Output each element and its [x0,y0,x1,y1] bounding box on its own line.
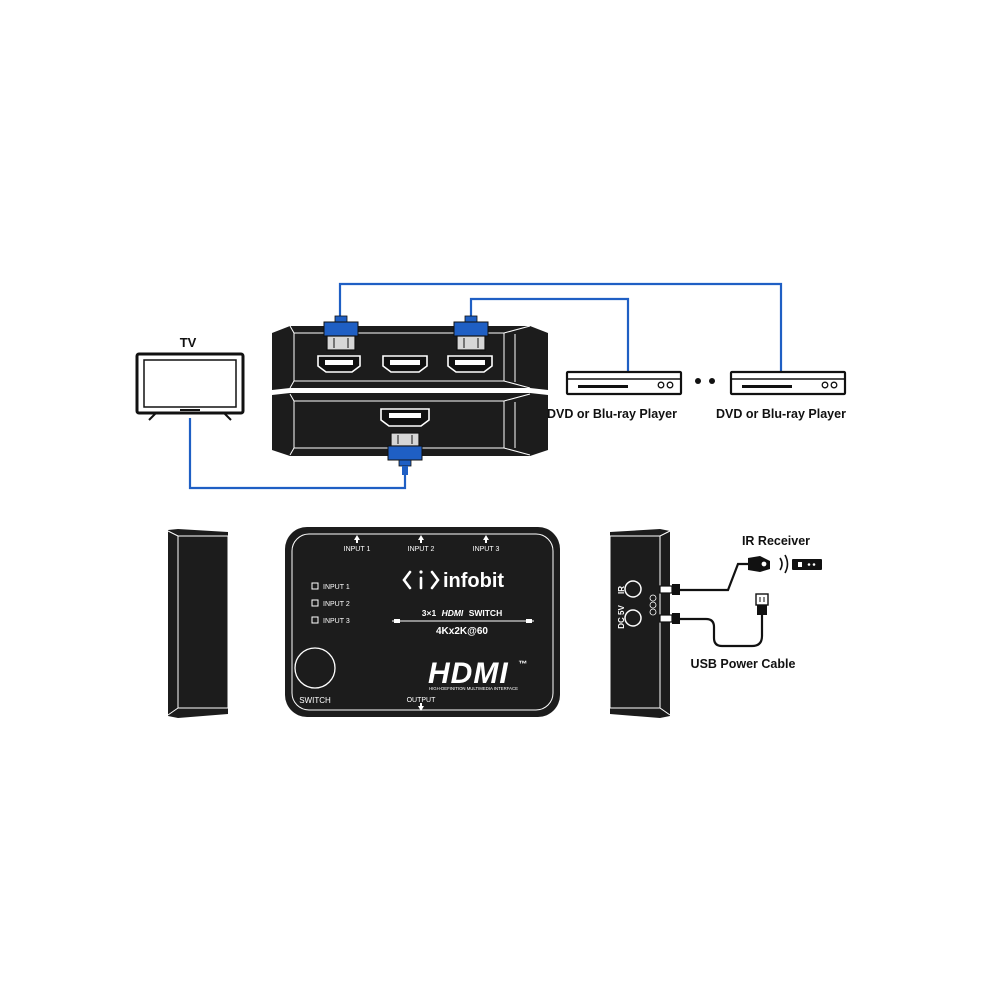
hdmi-logo-text: HDMI [428,657,509,690]
hdmi-port-input-3 [447,355,493,373]
led-indicator-1 [311,582,319,590]
input-label-1: INPUT 1 [344,546,371,553]
remote-control-icon [792,559,822,570]
input-arrows [354,535,489,543]
led-label-1: INPUT 1 [323,584,350,591]
infobit-logo-icon [402,570,440,590]
hdmi-logo-trademark: ™ [518,659,528,669]
ir-receiver-label: IR Receiver [742,534,810,548]
ir-receiver-cable [659,556,770,595]
tv-icon [135,352,245,421]
hdmi-cables [188,282,783,490]
product-title: 3×1 HDMI SWITCH [422,608,502,618]
product-suffix: SWITCH [469,608,503,618]
hdmi-port-input-1 [317,355,361,373]
led-label-3: INPUT 3 [323,618,350,625]
brand-name: infobit [443,570,504,592]
hdmi-logo: HDMI ™ [428,657,528,690]
hdmi-port-input-2 [382,355,428,373]
usb-power-cable-label: USB Power Cable [691,657,796,671]
dc5v-port [624,609,642,627]
hdmi-connector-input-1 [323,315,359,351]
switch-front-view [285,527,560,717]
polarity-icon [649,594,657,616]
ellipsis-dots [695,378,715,384]
switch-label: SWITCH [299,696,331,705]
product-hdmi: HDMI [442,608,464,618]
hdmi-port-output [380,408,430,427]
dc5v-port-label: DC 5V [617,605,626,629]
output-arrow-icon [418,703,424,711]
dvd-player-label-2: DVD or Blu-ray Player [716,407,846,421]
cable-player1-to-input3 [469,297,630,372]
dvd-player-icon-2 [729,370,847,396]
switch-left-side-view [167,529,229,718]
usb-power-cable [659,593,769,648]
ir-port [624,580,642,598]
product-prefix: 3×1 [422,608,437,618]
led-label-2: INPUT 2 [323,601,350,608]
product-cable-graphic [392,619,534,623]
led-indicator-2 [311,599,319,607]
hdmi-connector-output [387,432,423,475]
led-indicator-3 [311,616,319,624]
input-label-3: INPUT 3 [473,546,500,553]
cable-player2-to-input1 [338,282,783,372]
cable-output-to-tv [188,418,407,490]
output-label: OUTPUT [407,697,437,704]
dvd-player-icon-1 [565,370,683,396]
tv-label: TV [180,335,197,350]
signal-waves-icon [779,554,789,574]
input-label-2: INPUT 2 [408,546,435,553]
hdmi-connector-input-3 [453,315,489,351]
switch-button[interactable] [294,647,336,689]
dvd-player-label-1: DVD or Blu-ray Player [547,407,677,421]
hdmi-logo-tagline: HIGH-DEFINITION MULTIMEDIA INTERFACE [429,686,518,691]
resolution-label: 4Kx2K@60 [436,626,488,637]
ir-port-label: IR [617,586,626,594]
